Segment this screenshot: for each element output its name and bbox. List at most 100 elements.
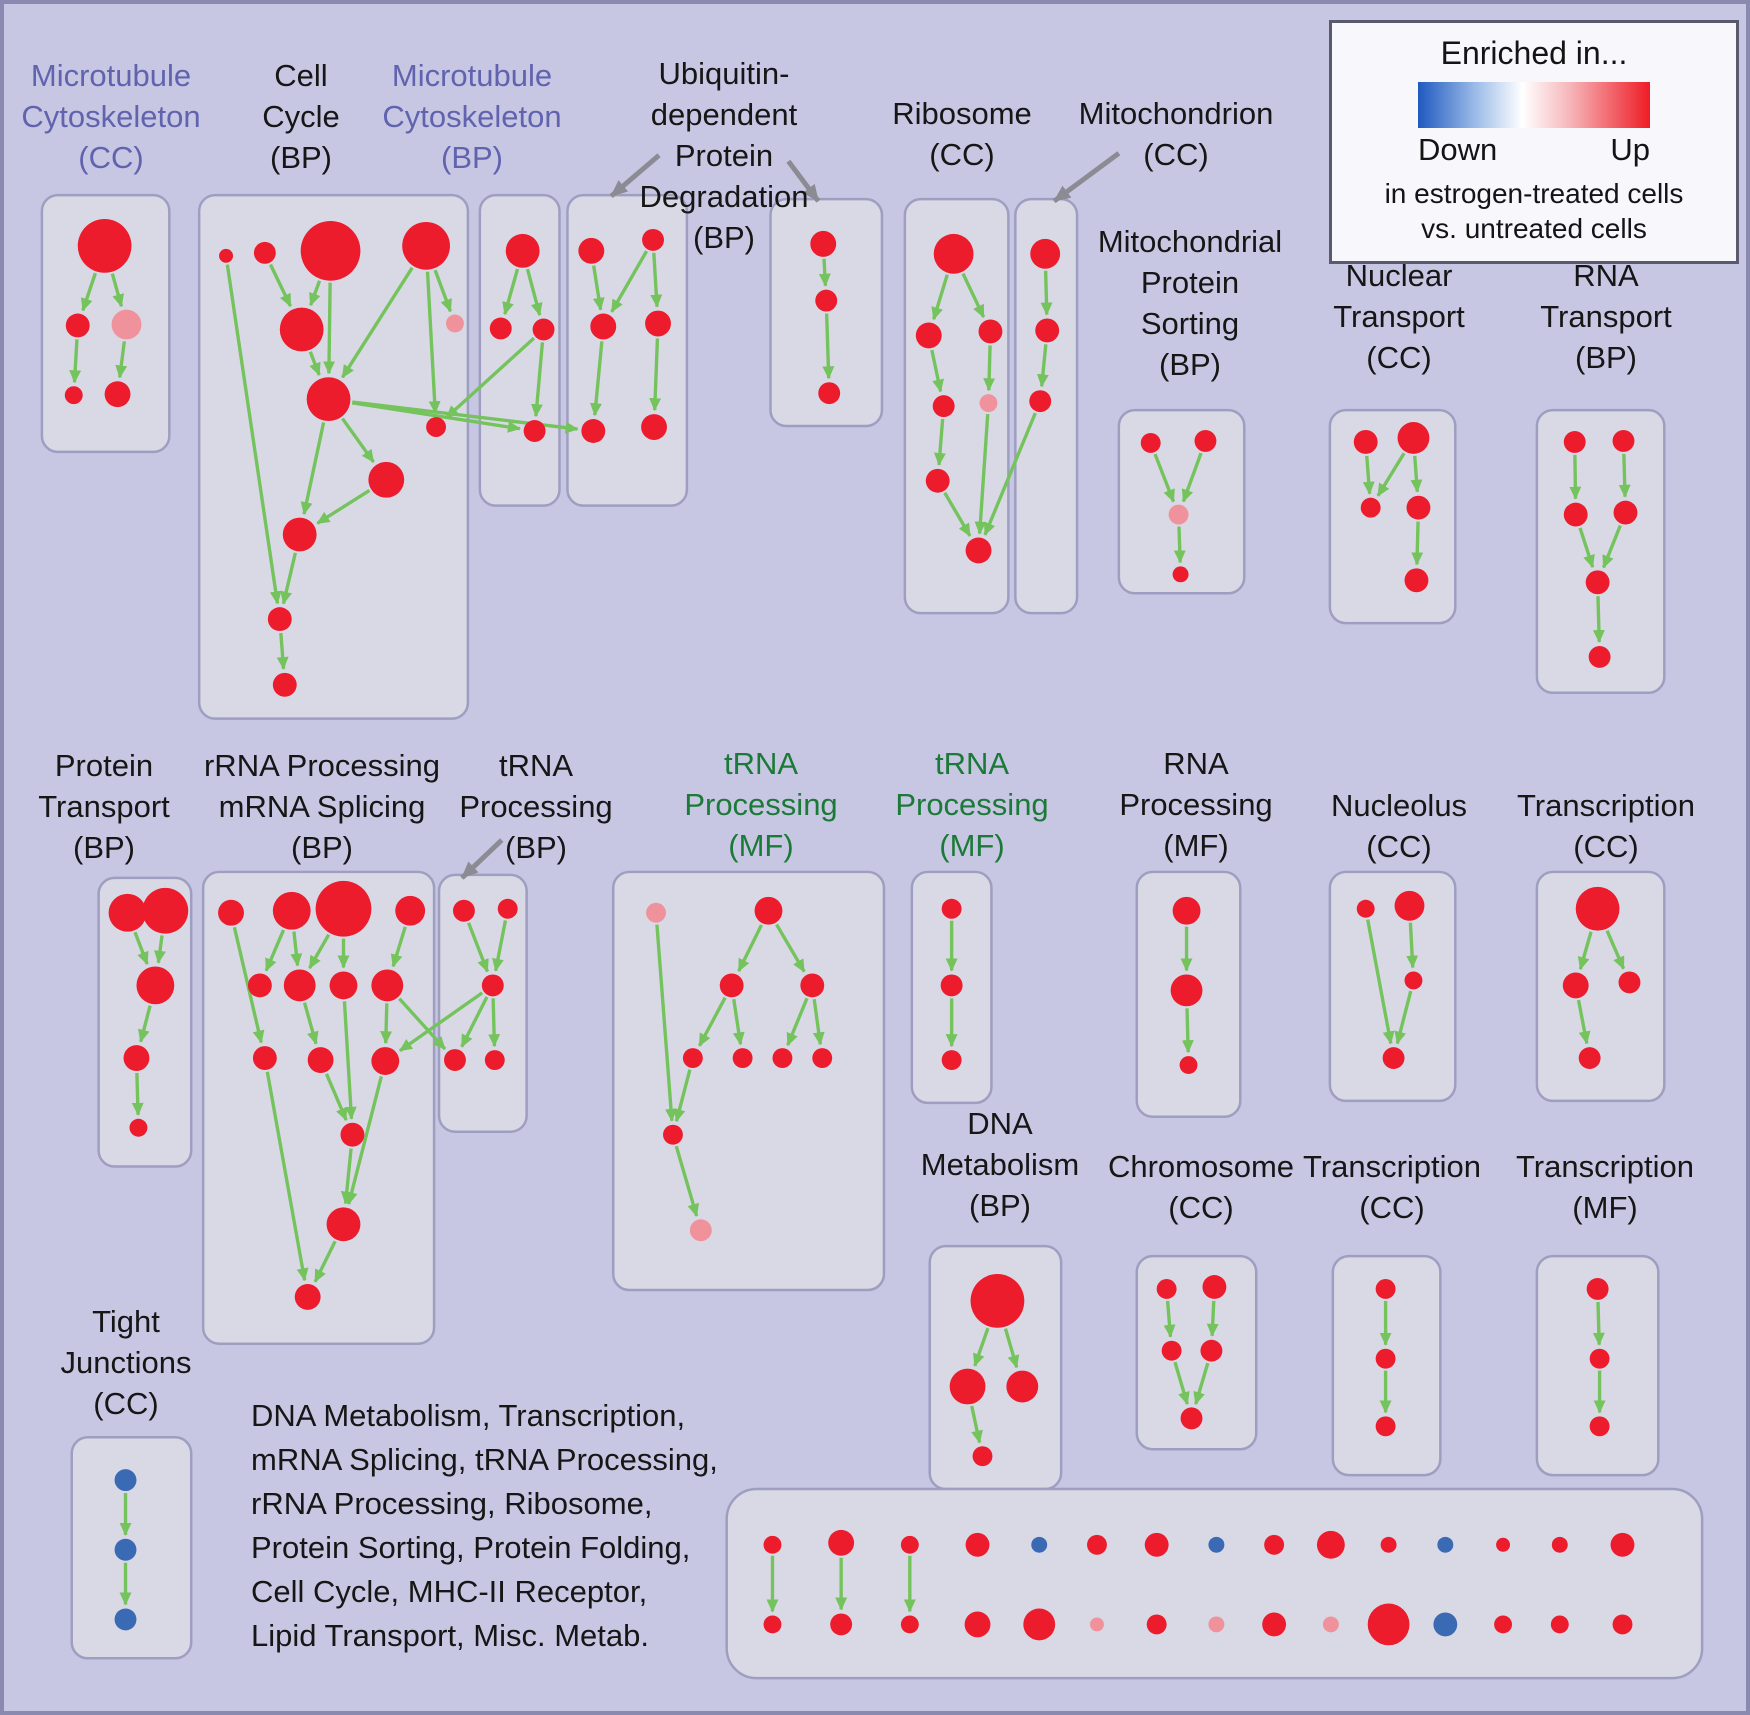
go-term-node-S1: [970, 1274, 1025, 1328]
edge-I4-I5: [1411, 521, 1424, 566]
network-svg: [40, 151, 1704, 1680]
go-term-node-L3: [315, 880, 372, 937]
edge-D2-D3: [610, 250, 649, 313]
go-term-node-H1: [1140, 432, 1161, 453]
edge-N1-N9: [655, 924, 677, 1122]
go-term-node-X10t: [1316, 1530, 1345, 1559]
go-term-node-I1: [1353, 430, 1378, 454]
go-term-node-B4: [402, 221, 450, 270]
go-term-node-K3: [136, 966, 175, 1005]
go-term-node-K1: [108, 893, 147, 932]
callout-arrow-3: [460, 838, 504, 880]
go-term-node-I5: [1404, 568, 1429, 593]
edge-A2-A4: [69, 339, 82, 384]
go-term-node-X2t: [828, 1529, 855, 1556]
go-term-node-G1: [1030, 238, 1061, 269]
callout-arrow-2: [1052, 151, 1121, 204]
go-term-node-D2: [642, 228, 664, 251]
go-term-node-P1: [1172, 896, 1201, 925]
edge-T3-T5: [1173, 1361, 1190, 1406]
edge-I2-I4: [1410, 455, 1423, 493]
edge-B7-B9: [300, 422, 326, 516]
go-term-node-W2: [114, 1538, 137, 1561]
go-term-node-X1b: [763, 1615, 782, 1634]
edge-L10-L12: [324, 1073, 348, 1121]
edge-B3-B5: [309, 280, 322, 307]
go-term-node-U2: [1375, 1348, 1396, 1369]
edge-J5-J6: [1592, 596, 1605, 644]
edge-G2-G3: [1036, 344, 1049, 388]
go-term-node-B1: [219, 248, 234, 263]
go-term-node-J3: [1563, 502, 1588, 527]
callout-arrow-0: [609, 153, 661, 198]
go-term-node-L9: [252, 1046, 277, 1071]
legend-gradient-bar: [1418, 82, 1650, 128]
edge-A1-A2: [80, 272, 97, 312]
go-term-node-X7b: [1146, 1614, 1167, 1635]
go-term-node-X12b: [1433, 1612, 1458, 1637]
edge-J4-J5: [1601, 524, 1622, 569]
go-term-node-O2: [940, 974, 963, 997]
edge-Q1-Q4: [1366, 919, 1395, 1045]
edge-N2-N3: [737, 924, 763, 973]
edge-M3-M5: [488, 998, 501, 1048]
edge-Q2-Q3: [1406, 922, 1419, 969]
go-term-node-U1: [1375, 1279, 1396, 1299]
go-term-node-X2b: [830, 1613, 853, 1636]
go-term-node-X11t: [1380, 1536, 1397, 1553]
callout-arrow-1: [786, 159, 821, 203]
edge-T4-T5: [1193, 1362, 1210, 1406]
go-term-node-X1t: [763, 1535, 782, 1554]
edge-L4-L8: [390, 926, 407, 968]
edge-L2-L5: [264, 929, 286, 972]
go-term-node-L11: [371, 1047, 400, 1075]
go-term-node-R2: [1562, 972, 1589, 999]
go-term-node-X14t: [1551, 1536, 1568, 1553]
go-term-node-N3: [719, 973, 744, 998]
go-term-node-X6t: [1087, 1534, 1107, 1555]
cluster-box-nuclear-transport-cc: [1328, 408, 1457, 625]
go-term-node-N6: [732, 1048, 753, 1069]
go-term-node-M5: [484, 1050, 505, 1071]
edge-A1-A3: [110, 273, 124, 308]
go-term-node-P2: [1170, 974, 1203, 1007]
go-term-node-X15b: [1612, 1614, 1633, 1635]
edge-N4-N8: [812, 998, 825, 1046]
go-term-node-B6: [446, 314, 464, 333]
go-term-node-X13t: [1496, 1537, 1511, 1552]
legend-down-label: Down: [1418, 132, 1498, 167]
edge-F5-F7: [974, 413, 990, 535]
edge-F6-F7: [943, 491, 972, 537]
edge-B7-C4: [351, 401, 521, 433]
go-term-node-S4: [972, 1446, 993, 1467]
edge-N2-N4: [775, 923, 806, 973]
go-term-node-L7: [329, 971, 358, 1000]
edge-J1-J3: [1569, 454, 1582, 500]
go-term-node-R4: [1578, 1047, 1601, 1070]
go-term-node-B10: [267, 607, 292, 632]
edge-V1-V2: [1592, 1301, 1605, 1346]
edge-B2-B5: [268, 263, 293, 308]
edge-M3-M4: [460, 996, 489, 1048]
go-term-node-C1: [505, 233, 540, 268]
edge-C1-C2: [502, 268, 520, 316]
go-term-node-I4: [1406, 495, 1431, 520]
go-term-node-X9t: [1264, 1534, 1285, 1555]
edge-L6-L10: [302, 1002, 319, 1045]
go-term-node-M1: [452, 899, 475, 922]
cluster-box-mito-protein-sorting-bp: [1117, 408, 1246, 595]
edge-B8-B9: [316, 488, 371, 525]
edge-N4-N7: [786, 997, 809, 1047]
go-term-node-R1: [1575, 886, 1620, 931]
edge-N3-N6: [732, 998, 745, 1046]
edge-R2-R4: [1576, 999, 1591, 1045]
go-term-node-L4: [395, 895, 426, 926]
go-term-node-S2: [949, 1368, 986, 1405]
go-term-node-X15t: [1610, 1532, 1635, 1557]
go-term-node-E2: [815, 289, 838, 312]
go-term-node-G2: [1035, 318, 1060, 343]
edge-L9-L14: [265, 1071, 309, 1282]
go-term-node-L1: [218, 899, 244, 926]
go-term-node-A1: [77, 218, 132, 273]
go-term-node-T2: [1202, 1275, 1227, 1299]
